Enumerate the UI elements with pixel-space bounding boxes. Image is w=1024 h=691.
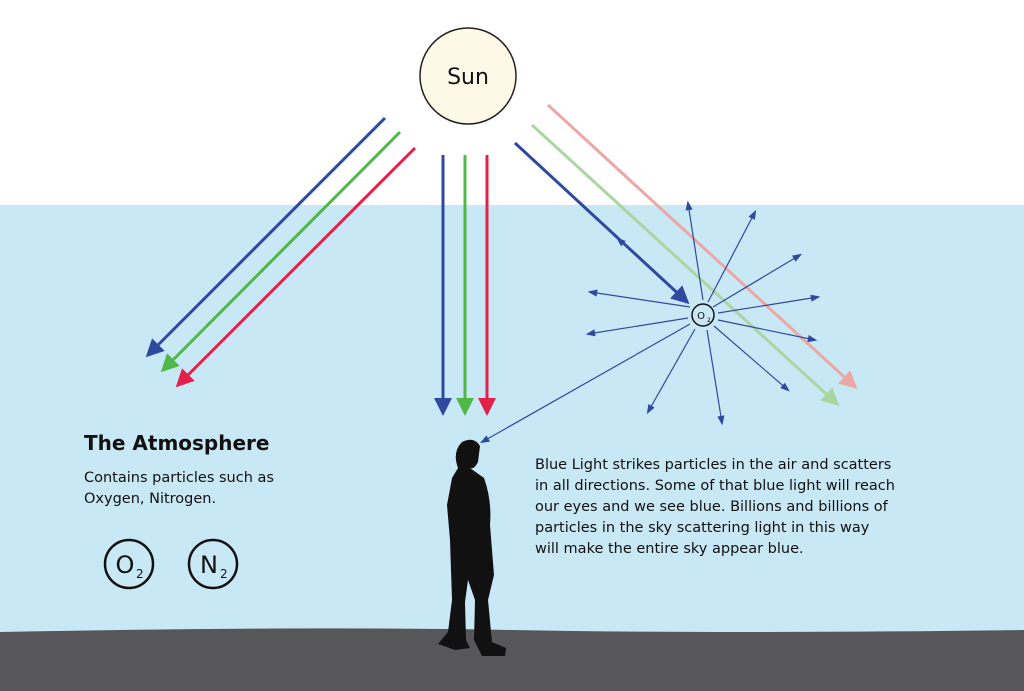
nitrogen-molecule-icon: N 2: [187, 538, 239, 590]
svg-text:2: 2: [220, 567, 228, 581]
oxygen-molecule-icon: O 2: [103, 538, 155, 590]
sun-label: Sun: [447, 65, 489, 90]
atmosphere-description: Contains particles such as Oxygen, Nitro…: [84, 470, 274, 507]
person-silhouette: [438, 439, 506, 656]
sun: Sun: [419, 27, 517, 125]
blue-ray: [513, 141, 690, 305]
light-rays-right: [513, 103, 858, 407]
light-rays-left: [145, 116, 417, 388]
light-rays-down: [434, 155, 496, 416]
scattered-blue-rays: [479, 200, 821, 444]
svg-text:2: 2: [136, 567, 144, 581]
svg-text:O: O: [697, 311, 705, 322]
green-ray-faded: [530, 123, 840, 407]
scatter-oxygen-molecule: O 2: [691, 303, 715, 327]
red-ray: [175, 146, 417, 388]
scattering-explanation: Blue Light strikes particles in the air …: [535, 457, 895, 557]
svg-text:O: O: [116, 551, 135, 579]
svg-text:2: 2: [707, 317, 711, 324]
svg-text:N: N: [200, 551, 218, 579]
atmosphere-title: The Atmosphere: [84, 431, 270, 455]
green-ray: [160, 130, 402, 373]
blue-ray: [145, 116, 387, 358]
ground: [0, 628, 1024, 691]
red-ray-faded: [546, 103, 858, 390]
sky: [0, 205, 1024, 635]
